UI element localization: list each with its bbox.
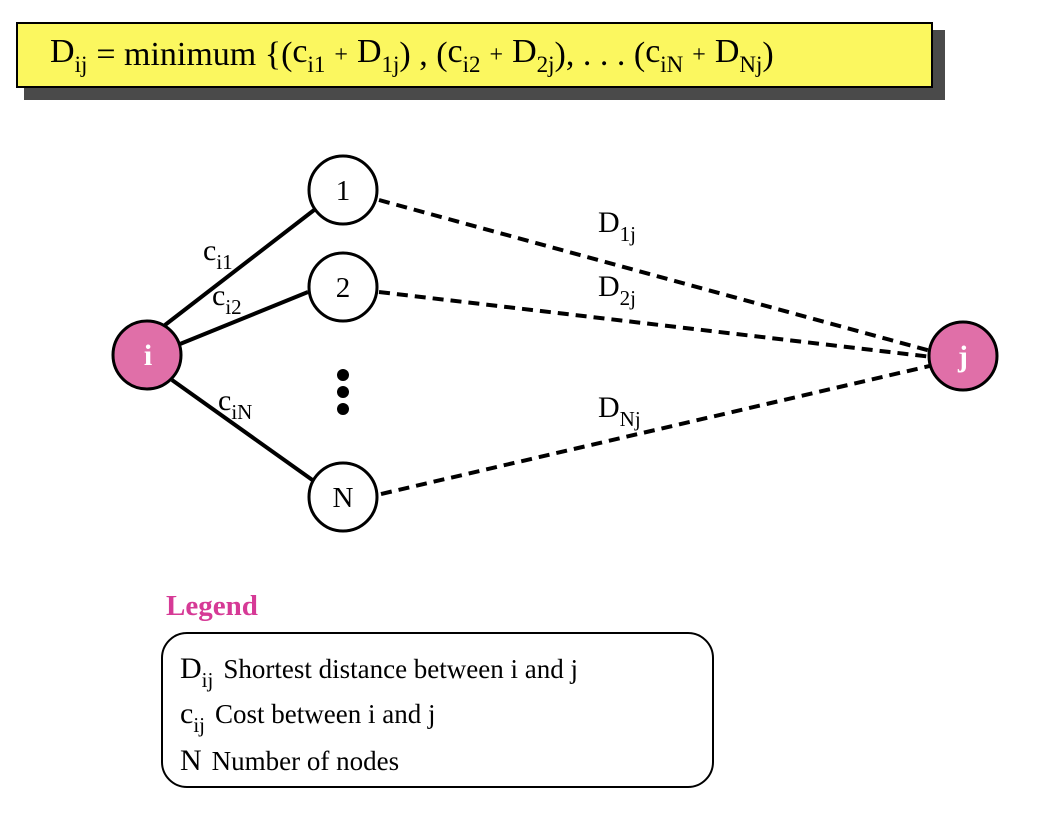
- formula-close: ): [762, 36, 774, 73]
- formula-term-1: ci1+D1j: [292, 32, 400, 77]
- formula-sep-2: ), . . . (: [554, 36, 646, 73]
- legend-symbol: Dij: [180, 652, 214, 692]
- node-2-label: 2: [336, 272, 351, 304]
- node-2: [307, 251, 379, 323]
- node-source-label: i: [144, 339, 152, 372]
- formula-banner: Dij = minimum {( ci1+D1j ) , ( ci2+D2j )…: [16, 22, 933, 88]
- formula-eq: = minimum {(: [96, 36, 293, 73]
- label-c-i1: ci1: [203, 234, 233, 274]
- label-d-1j: D1j: [598, 206, 636, 246]
- path-1-j: [378, 198, 939, 355]
- legend-item: Dij Shortest distance between i and j: [180, 652, 578, 693]
- node-n-label: N: [333, 482, 354, 514]
- node-source: [111, 319, 183, 391]
- formula-term-2: ci2+D2j: [447, 32, 555, 77]
- legend-title: Legend: [166, 590, 258, 622]
- legend-description: Cost between i and j: [215, 699, 436, 729]
- formula-term-n: ciN+DNj: [645, 32, 763, 77]
- label-d-nj: DNj: [598, 391, 641, 431]
- ellipsis-dot: [337, 369, 349, 381]
- edge-i-1: [163, 205, 320, 327]
- legend-symbol: N: [180, 744, 202, 777]
- node-1-label: 1: [336, 175, 351, 207]
- formula-sep-1: ) , (: [399, 36, 448, 73]
- node-target: [927, 320, 999, 392]
- legend-box: Dij Shortest distance between i and j ci…: [161, 632, 714, 788]
- label-d-2j: D2j: [598, 270, 636, 310]
- legend-description: Shortest distance between i and j: [223, 654, 578, 684]
- legend-symbol: cij: [180, 697, 205, 737]
- legend-item: cij Cost between i and j: [180, 697, 435, 738]
- path-2-j: [378, 290, 933, 359]
- ellipsis-dot: [337, 386, 349, 398]
- label-c-i2: ci2: [212, 279, 242, 319]
- legend-item: N Number of nodes: [180, 744, 399, 785]
- label-c-in: ciN: [218, 384, 252, 424]
- node-n: [307, 461, 379, 533]
- legend-description: Number of nodes: [211, 746, 400, 776]
- node-1: [307, 154, 379, 226]
- formula-lhs: Dij: [50, 32, 88, 77]
- edge-i-2: [179, 290, 309, 346]
- path-n-j: [380, 362, 939, 496]
- node-target-label: j: [957, 340, 968, 373]
- ellipsis-dot: [337, 403, 349, 415]
- edge-i-n: [170, 378, 320, 486]
